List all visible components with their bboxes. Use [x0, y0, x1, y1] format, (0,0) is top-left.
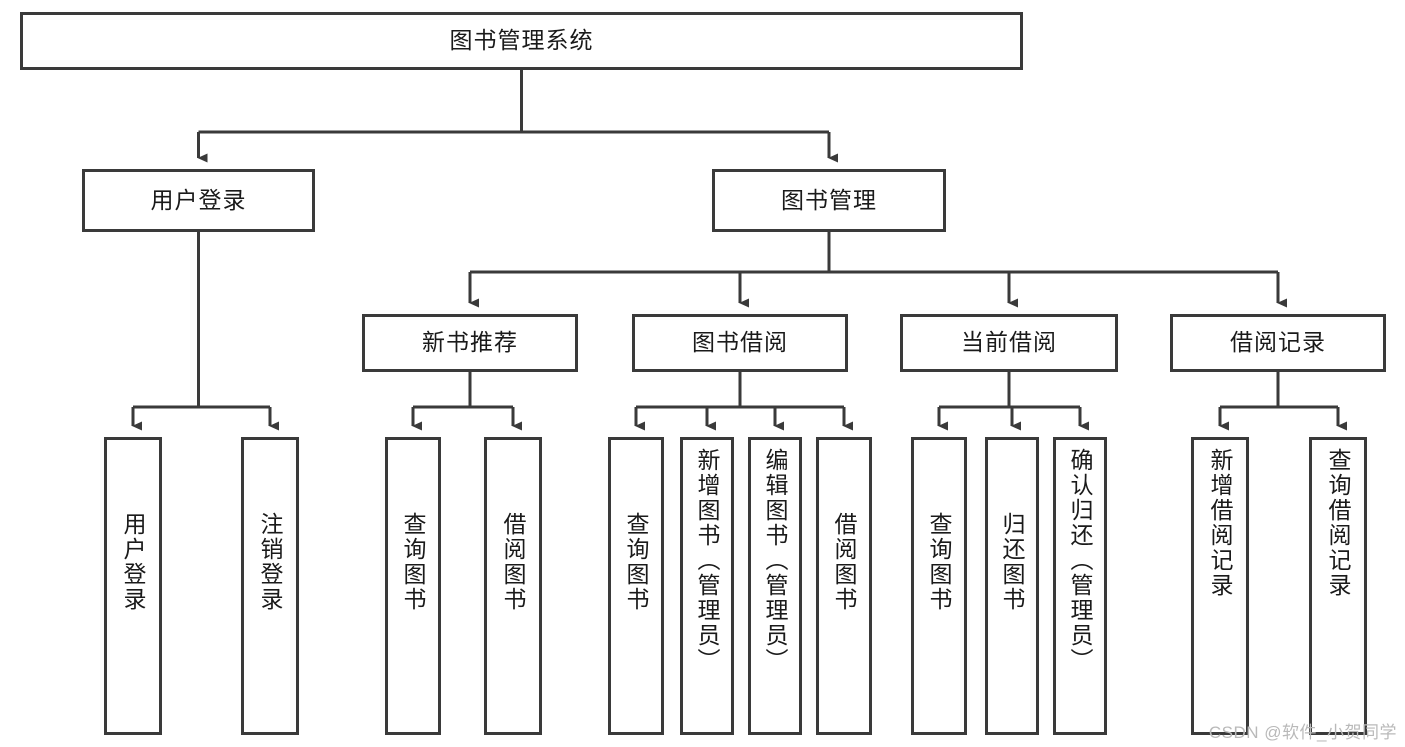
- node-leaf-query-book-bor[interactable]: 查询图书: [608, 437, 664, 735]
- node-leaf-add-book[interactable]: 新增图书（管理员）: [680, 437, 734, 735]
- node-leaf-return-book[interactable]: 归还图书: [985, 437, 1039, 735]
- node-label: 借阅图书: [500, 512, 527, 612]
- node-book-borrow[interactable]: 图书借阅: [632, 314, 848, 372]
- node-label: 查询图书: [623, 512, 650, 612]
- node-label: 借阅图书: [831, 512, 858, 612]
- node-leaf-query-book-cur[interactable]: 查询图书: [911, 437, 967, 735]
- node-leaf-edit-book[interactable]: 编辑图书（管理员）: [748, 437, 802, 735]
- node-label: 新增借阅记录: [1207, 448, 1234, 598]
- node-leaf-borrow-book-rec[interactable]: 借阅图书: [484, 437, 542, 735]
- node-user-login[interactable]: 用户登录: [82, 169, 315, 232]
- node-book-manage[interactable]: 图书管理: [712, 169, 946, 232]
- node-root[interactable]: 图书管理系统: [20, 12, 1023, 70]
- node-label: 新书推荐: [422, 329, 518, 356]
- node-leaf-query-book-rec[interactable]: 查询图书: [385, 437, 441, 735]
- node-label: 查询图书: [926, 512, 953, 612]
- node-label: 查询借阅记录: [1325, 448, 1352, 598]
- node-leaf-user-logout[interactable]: 注销登录: [241, 437, 299, 735]
- node-leaf-user-login[interactable]: 用户登录: [104, 437, 162, 735]
- node-label: 图书管理: [781, 186, 877, 213]
- node-borrow-record[interactable]: 借阅记录: [1170, 314, 1386, 372]
- node-label: 用户登录: [120, 512, 147, 612]
- node-label: 图书管理系统: [449, 27, 594, 54]
- node-label: 图书借阅: [692, 329, 788, 356]
- node-label: 当前借阅: [961, 329, 1057, 356]
- node-label: 查询图书: [400, 512, 427, 612]
- node-label: 用户登录: [150, 186, 247, 213]
- node-label: 借阅记录: [1230, 329, 1326, 356]
- node-leaf-borrow-book-bor[interactable]: 借阅图书: [816, 437, 872, 735]
- node-label: 归还图书: [999, 512, 1026, 612]
- node-new-book-rec[interactable]: 新书推荐: [362, 314, 578, 372]
- node-label: 编辑图书（管理员）: [762, 448, 789, 673]
- node-label: 确认归还（管理员）: [1067, 448, 1094, 673]
- node-label: 新增图书（管理员）: [694, 448, 721, 673]
- node-label: 注销登录: [257, 512, 284, 612]
- node-leaf-confirm-return[interactable]: 确认归还（管理员）: [1053, 437, 1107, 735]
- node-current-borrow[interactable]: 当前借阅: [900, 314, 1118, 372]
- node-leaf-query-record[interactable]: 查询借阅记录: [1309, 437, 1367, 735]
- node-leaf-add-record[interactable]: 新增借阅记录: [1191, 437, 1249, 735]
